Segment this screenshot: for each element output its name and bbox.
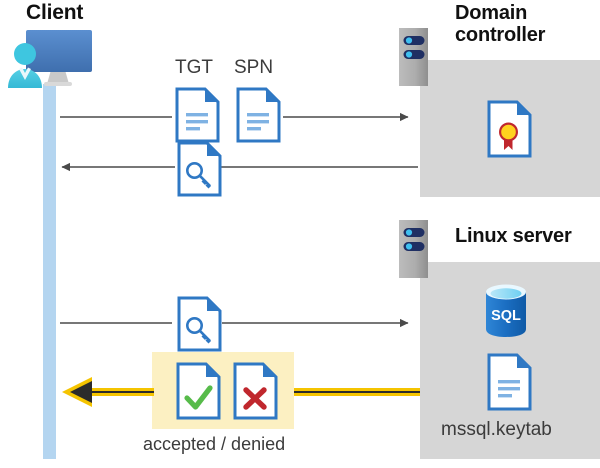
- certificate-document-icon: [487, 100, 532, 158]
- tgt-label: TGT: [175, 57, 213, 78]
- domain-controller-server-icon: [399, 28, 435, 86]
- ticket-key-document-icon: [177, 141, 222, 197]
- linux-server-title: Linux server: [455, 225, 572, 247]
- domain-controller-title: Domain controller: [455, 2, 546, 47]
- keytab-document-icon: [487, 353, 532, 411]
- keytab-filename-label: mssql.keytab: [441, 419, 552, 440]
- spn-label: SPN: [234, 57, 274, 78]
- client-lifeline: [43, 84, 56, 459]
- tgt-document-icon: [175, 87, 220, 143]
- spn-document-icon: [236, 87, 281, 143]
- linux-server-icon: [399, 220, 435, 278]
- denied-document-icon: [233, 362, 278, 420]
- sql-database-icon: SQL: [480, 282, 532, 340]
- accepted-denied-label: accepted / denied: [143, 434, 286, 454]
- flow-auth-result: [62, 377, 420, 407]
- accepted-document-icon: [176, 362, 221, 420]
- service-ticket-key-document-icon: [177, 296, 222, 352]
- client-title: Client: [26, 1, 84, 24]
- client-icon: [4, 24, 100, 90]
- sql-database-label: SQL: [491, 308, 521, 324]
